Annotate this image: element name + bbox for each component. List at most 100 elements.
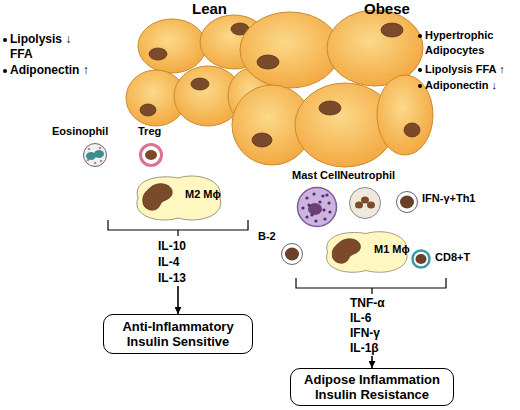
nucleus xyxy=(191,78,209,90)
bullet xyxy=(3,38,7,42)
granule xyxy=(318,200,321,203)
nucleus xyxy=(308,203,322,215)
granule xyxy=(322,208,325,211)
adipocyte-note: Lipolysis FFA ↑ xyxy=(425,62,505,77)
adipocyte xyxy=(377,75,433,155)
adipocyte-note: Adiponectin ↑ xyxy=(10,63,89,78)
granule xyxy=(99,147,102,150)
adipocyte-note: Lipolysis ↓ FFA xyxy=(10,32,90,62)
cell-shape xyxy=(348,186,382,220)
granule xyxy=(310,213,313,216)
outcome-text: Anti-Inflammatory Insulin Sensitive xyxy=(110,319,246,349)
nucleus xyxy=(140,104,156,116)
granule xyxy=(312,192,315,195)
cell-label: Treg xyxy=(138,125,161,138)
cytokine-list: IL-10IL-4IL-13 xyxy=(158,238,198,286)
cell-label: Mast Cell xyxy=(292,169,340,182)
outcome-box: Adipose Inflammation Insulin Resistance xyxy=(290,368,454,406)
granule xyxy=(100,160,103,163)
cell-shape xyxy=(395,190,419,214)
nucleus xyxy=(257,55,279,69)
granule xyxy=(88,148,91,151)
macrophage-nucleus xyxy=(332,239,360,263)
granule xyxy=(325,193,328,196)
immune-cell: Treg xyxy=(138,142,164,168)
adipocyte-note: Adiponectin ↓ xyxy=(425,78,497,93)
cell-shape xyxy=(138,142,164,168)
cytokine-label: IL-1β xyxy=(350,341,394,356)
cytokine-label: IL-13 xyxy=(158,270,198,286)
immune-cell: Neutrophil xyxy=(348,186,382,220)
cell-membrane xyxy=(298,188,337,227)
nucleus-lobe xyxy=(94,150,104,158)
macrophage: M2 Mϕ xyxy=(128,172,228,224)
cell-membrane xyxy=(397,192,418,213)
bracket xyxy=(296,278,446,294)
adipocyte xyxy=(240,12,340,88)
cell-shape xyxy=(82,142,108,168)
cell-membrane xyxy=(141,145,162,166)
immune-cell: Mast Cell xyxy=(296,186,338,228)
nucleus xyxy=(400,196,414,209)
nucleus xyxy=(319,101,341,115)
cell-membrane xyxy=(282,244,303,265)
cell-shape xyxy=(280,242,304,266)
obese-adipocytes xyxy=(232,10,433,167)
granule xyxy=(301,206,304,209)
obese-nuclei xyxy=(252,23,420,147)
cell-membrane xyxy=(413,251,430,268)
macrophage: M1 Mϕ xyxy=(318,228,414,276)
nucleus xyxy=(381,23,403,37)
bullet xyxy=(418,84,422,88)
cell-label: Eosinophil xyxy=(52,125,108,138)
macrophage-nucleus xyxy=(143,184,172,210)
cell-membrane xyxy=(350,188,381,219)
nucleus-lobe xyxy=(367,202,375,209)
cell-label: M2 Mϕ xyxy=(185,188,221,201)
cell-membrane xyxy=(84,144,107,167)
cell-label: M1 Mϕ xyxy=(374,243,410,256)
immune-cell: IFN-γ+Th1 xyxy=(395,190,419,214)
cytokine-label: IFN-γ xyxy=(350,326,394,341)
adipocyte xyxy=(138,19,206,73)
granule xyxy=(305,215,308,218)
granule xyxy=(327,201,330,204)
panel-title: Lean xyxy=(192,0,227,18)
immune-cell: B-2 xyxy=(280,242,304,266)
nucleus xyxy=(252,133,272,147)
nucleus xyxy=(145,150,157,160)
cytokine-label: TNF-α xyxy=(350,296,394,311)
nucleus-lobe xyxy=(355,202,363,209)
granule xyxy=(321,194,324,197)
granule xyxy=(314,219,317,222)
bullet xyxy=(418,68,422,72)
granule xyxy=(307,203,310,206)
arrow-connector xyxy=(177,286,179,314)
nucleus xyxy=(404,123,420,137)
immune-cell: Eosinophil xyxy=(82,142,108,168)
cell-label: Neutrophil xyxy=(340,169,395,182)
cell-shape xyxy=(296,186,338,228)
nucleus-lobe xyxy=(361,197,369,204)
nucleus xyxy=(149,48,167,60)
nucleus xyxy=(285,248,299,261)
outcome-text: Adipose Inflammation Insulin Resistance xyxy=(297,372,447,402)
granule xyxy=(94,162,97,165)
cytokine-label: IL-6 xyxy=(350,311,394,326)
nucleus xyxy=(416,254,427,264)
bullet xyxy=(418,34,422,38)
cytokine-label: IL-10 xyxy=(158,238,198,254)
cell-label: B-2 xyxy=(258,230,276,243)
bullet xyxy=(3,69,7,73)
cytokine-list: TNF-αIL-6IFN-γIL-1β xyxy=(350,296,394,356)
cell-label: CD8+T xyxy=(435,251,470,264)
granule xyxy=(328,210,331,213)
bracket xyxy=(108,220,248,236)
outcome-box: Anti-Inflammatory Insulin Sensitive xyxy=(103,314,253,354)
cell-shape xyxy=(410,248,432,270)
macrophage-body xyxy=(137,176,221,220)
adipocyte-note: Hypertrophic Adipocytes xyxy=(425,28,511,58)
